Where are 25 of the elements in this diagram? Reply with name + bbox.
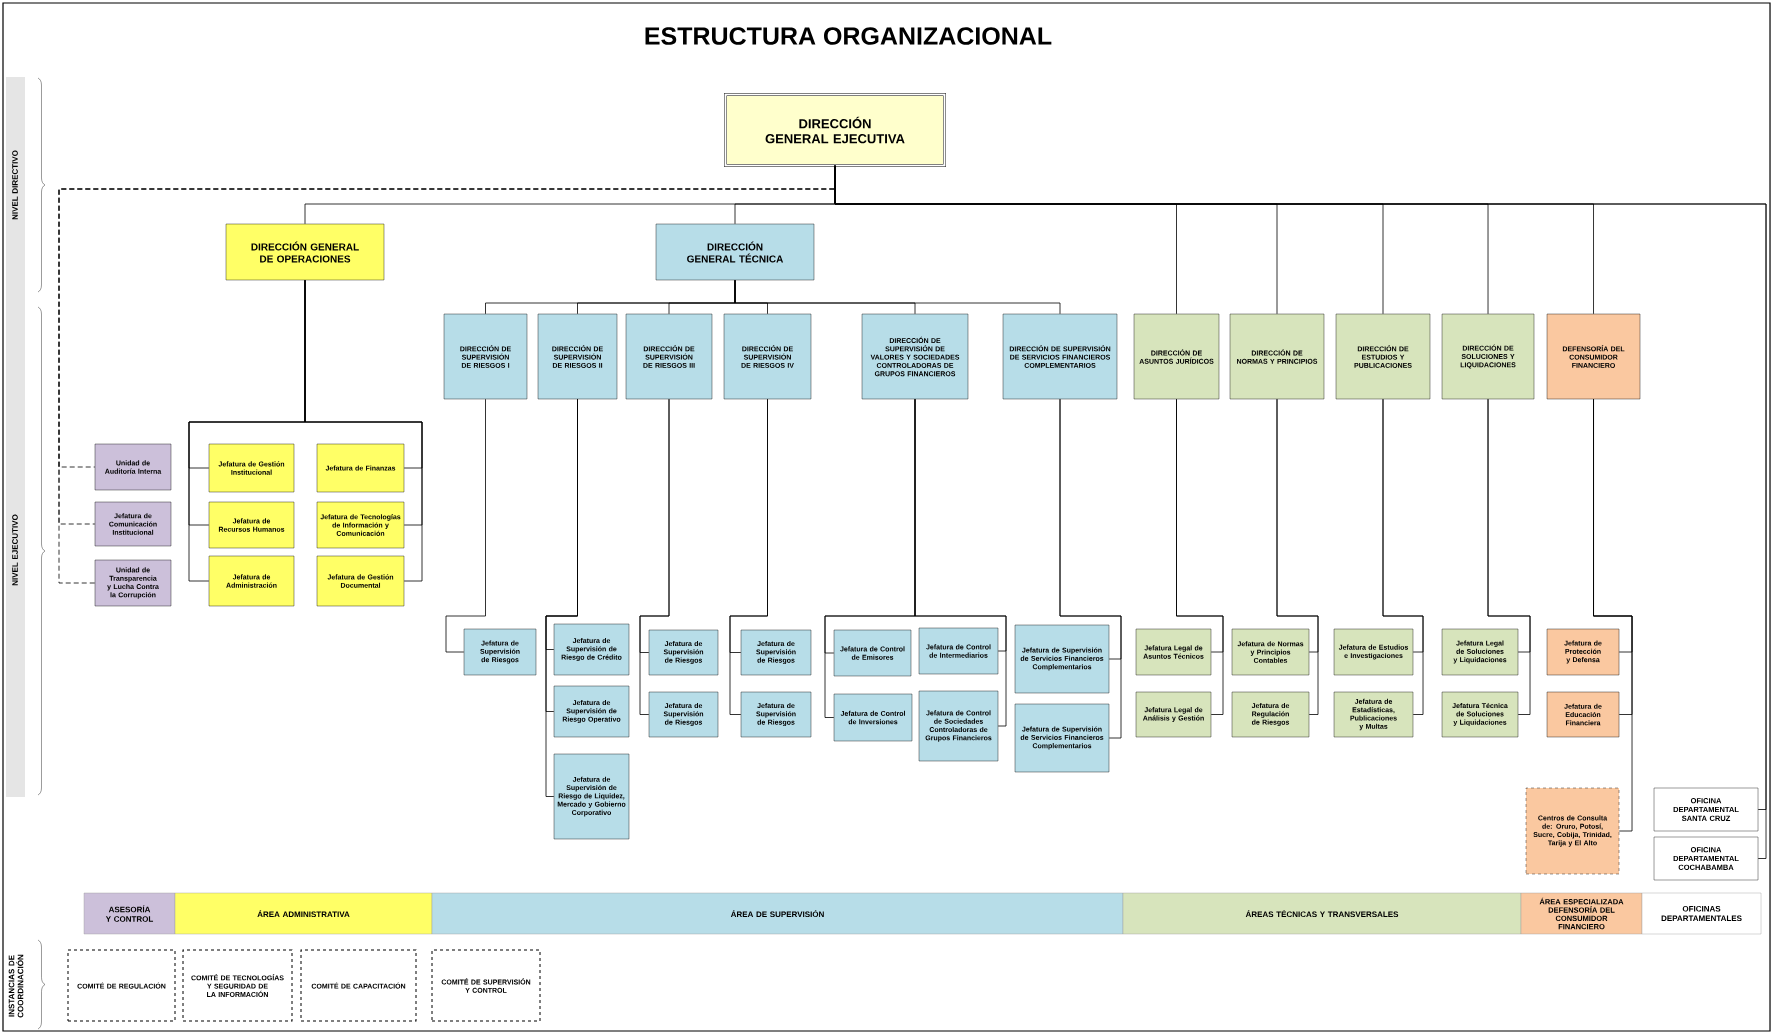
area-band: ÁREA DE SUPERVISIÓN: [431, 892, 1124, 935]
connector-line: [1176, 398, 1224, 715]
connector-line: [914, 398, 1007, 727]
connector-line: [734, 279, 1061, 315]
connector-line: [1276, 398, 1319, 715]
connector-line: [545, 398, 578, 797]
area-band: ÁREAS TÉCNICAS Y TRANSVERSALES: [1122, 892, 1522, 935]
connector-line: [729, 398, 768, 715]
title: ESTRUCTURA ORGANIZACIONAL: [645, 27, 1052, 45]
executive-box: DIRECCIÓN GENERAL EJECUTIVA: [724, 93, 946, 167]
area-band: OFICINAS DEPARTAMENTALES: [1641, 892, 1762, 935]
connector-line: [1593, 398, 1633, 832]
department-box: DIRECCIÓN GENERAL DE OPERACIONES: [225, 223, 385, 281]
connector-line: [304, 279, 423, 582]
area-band: ASESORÍA Y CONTROL: [83, 892, 176, 935]
level-label: NIVEL DIRECTIVO: [12, 150, 18, 220]
area-band: ÁREA ADMINISTRATIVA: [174, 892, 433, 935]
connector-line: [1382, 398, 1424, 715]
connector-line: [639, 398, 670, 715]
level-label: NIVEL EJECUTIVO: [12, 514, 18, 586]
connector-line: [445, 398, 486, 653]
connector-line: [1487, 398, 1531, 715]
level-label: INSTANCIAS DE COORDINACIÓN: [8, 954, 24, 1018]
connector-line: [1059, 398, 1122, 739]
department-box: DIRECCIÓN GENERAL TÉCNICA: [655, 223, 815, 281]
